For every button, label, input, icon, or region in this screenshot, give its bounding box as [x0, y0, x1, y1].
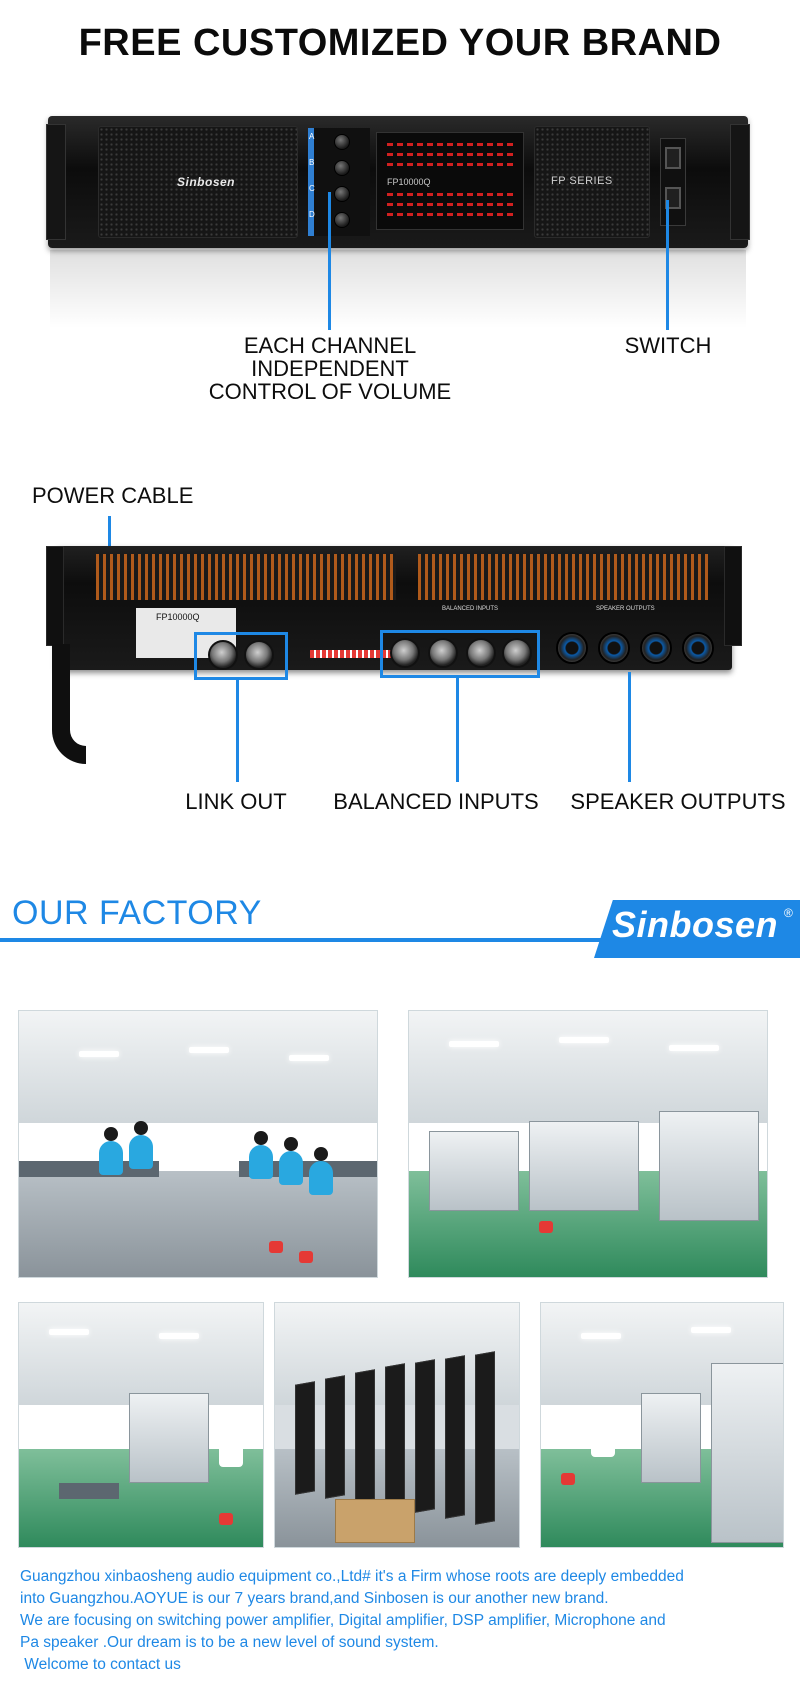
- speaker-outputs-callout-line: [628, 672, 631, 782]
- front-brand-logo: Sinbosen: [177, 175, 236, 189]
- channel-label: B: [309, 158, 315, 167]
- power-switch[interactable]: [660, 138, 686, 226]
- outputs-section-label: SPEAKER OUTPUTS: [596, 606, 655, 612]
- factory-photo-smt-workshop: [408, 1010, 768, 1278]
- factory-title-rule: [0, 938, 620, 942]
- level-meter-display: FP10000Q: [376, 132, 524, 230]
- speakon-output-icon[interactable]: [598, 632, 630, 664]
- volume-knob-icon[interactable]: [334, 212, 350, 228]
- volume-label-line: CONTROL OF VOLUME: [208, 379, 452, 404]
- xlr-connector-icon[interactable]: [244, 640, 274, 670]
- speakon-output-icon[interactable]: [682, 632, 714, 664]
- front-panel-reflection: [50, 250, 746, 328]
- volume-label-line: INDEPENDENT: [251, 356, 409, 381]
- front-grille-right: FP SERIES: [534, 126, 650, 238]
- description-line: into Guangzhou.AOYUE is our 7 years bran…: [20, 1590, 609, 1607]
- speakon-output-icon[interactable]: [556, 632, 588, 664]
- link-out-callout-line: [236, 680, 239, 782]
- speakon-output-icon[interactable]: [640, 632, 672, 664]
- description-line: Guangzhou xinbaosheng audio equipment co…: [20, 1568, 684, 1585]
- balanced-inputs-highlight: [380, 630, 540, 678]
- rack-ear-left: [46, 546, 64, 646]
- xlr-input-icon[interactable]: [428, 638, 458, 668]
- speaker-outputs-label: SPEAKER OUTPUTS: [570, 789, 786, 814]
- led-meter-row: [387, 143, 515, 146]
- dip-switch-bank[interactable]: [310, 650, 400, 658]
- factory-photo-assembly-line: [18, 1010, 378, 1278]
- power-cable: [52, 644, 86, 764]
- series-label: FP SERIES: [551, 175, 613, 187]
- xlr-input-icon[interactable]: [502, 638, 532, 668]
- led-meter-row: [387, 153, 515, 156]
- volume-callout-line: [328, 192, 331, 330]
- company-description: Guangzhou xinbaosheng audio equipment co…: [20, 1566, 790, 1676]
- volume-knob-icon[interactable]: [334, 134, 350, 150]
- rocker-switch-icon[interactable]: [665, 147, 681, 169]
- amplifier-front-panel: Sinbosen A B C D FP10000Q FP SERIES: [46, 116, 750, 248]
- switch-callout-line: [666, 200, 669, 330]
- rack-ear-right: [724, 546, 742, 646]
- factory-photo-aging-test: [274, 1302, 520, 1548]
- rack-ear-right: [730, 124, 750, 240]
- link-out-label: LINK OUT: [185, 789, 287, 814]
- xlr-input-icon[interactable]: [466, 638, 496, 668]
- factory-section-title: OUR FACTORY: [12, 894, 262, 932]
- channel-label: D: [309, 210, 315, 219]
- sinbosen-logo: Sinbosen: [612, 904, 779, 945]
- led-meter-row: [387, 213, 515, 216]
- xlr-input-icon[interactable]: [390, 638, 420, 668]
- channel-label: A: [309, 132, 315, 141]
- heatsink-right: [418, 554, 708, 600]
- balanced-inputs-callout-line: [456, 678, 459, 782]
- factory-photo-smt-line: [540, 1302, 784, 1548]
- volume-callout-label: EACH CHANNEL INDEPENDENT CONTROL OF VOLU…: [190, 334, 470, 403]
- description-line: We are focusing on switching power ampli…: [20, 1612, 666, 1629]
- rocker-switch-icon[interactable]: [665, 187, 681, 209]
- link-out-highlight: [194, 632, 288, 680]
- channel-volume-strip: A B C D: [308, 128, 370, 236]
- factory-photo-production-line: [18, 1302, 264, 1548]
- switch-callout-label: SWITCH: [624, 333, 712, 358]
- power-cable-label: POWER CABLE: [32, 483, 194, 508]
- volume-label-line: EACH CHANNEL: [243, 333, 417, 358]
- heatsink-left: [96, 554, 396, 600]
- inputs-section-label: BALANCED INPUTS: [442, 606, 499, 612]
- registered-mark: ®: [784, 906, 793, 920]
- led-meter-row: [387, 163, 515, 166]
- front-grille-left: Sinbosen: [98, 126, 298, 238]
- front-model-label: FP10000Q: [387, 177, 431, 187]
- balanced-inputs-label: BALANCED INPUTS: [333, 789, 539, 814]
- page-headline: FREE CUSTOMIZED YOUR BRAND: [78, 22, 722, 64]
- channel-label: C: [309, 184, 315, 193]
- rear-model-label: FP10000Q: [156, 612, 200, 622]
- description-line: Pa speaker .Our dream is to be a new lev…: [20, 1634, 439, 1651]
- rack-ear-left: [46, 124, 66, 240]
- led-meter-row: [387, 203, 515, 206]
- contact-invitation: Welcome to contact us: [20, 1656, 181, 1673]
- volume-knob-icon[interactable]: [334, 186, 350, 202]
- volume-knob-icon[interactable]: [334, 160, 350, 176]
- xlr-connector-icon[interactable]: [208, 640, 238, 670]
- led-meter-row: [387, 193, 515, 196]
